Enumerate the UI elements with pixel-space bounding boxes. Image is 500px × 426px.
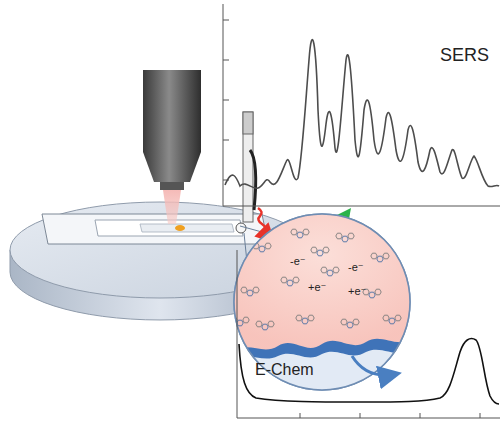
molecule-icon: [371, 253, 389, 262]
molecule-icon: [231, 317, 249, 326]
electron-label: -e⁻: [348, 262, 364, 273]
molecule-icon: [311, 247, 329, 256]
molecule-icon: [241, 287, 259, 296]
molecule-icon: [383, 315, 401, 324]
electron-label: +e⁻: [348, 286, 366, 297]
electron-label: -e⁻: [290, 256, 306, 267]
molecule-icon: [336, 233, 354, 242]
electron-label: +e⁻: [308, 282, 326, 293]
molecule-icon: [256, 321, 274, 330]
molecule-icon: [296, 315, 314, 324]
molecule-icon: [321, 267, 339, 276]
chart-title: SERS: [440, 46, 489, 64]
chart-title: E-Chem: [255, 362, 314, 378]
molecule-icon: [281, 277, 299, 286]
molecule-icon: [341, 319, 359, 328]
molecule-icon: [291, 229, 309, 238]
